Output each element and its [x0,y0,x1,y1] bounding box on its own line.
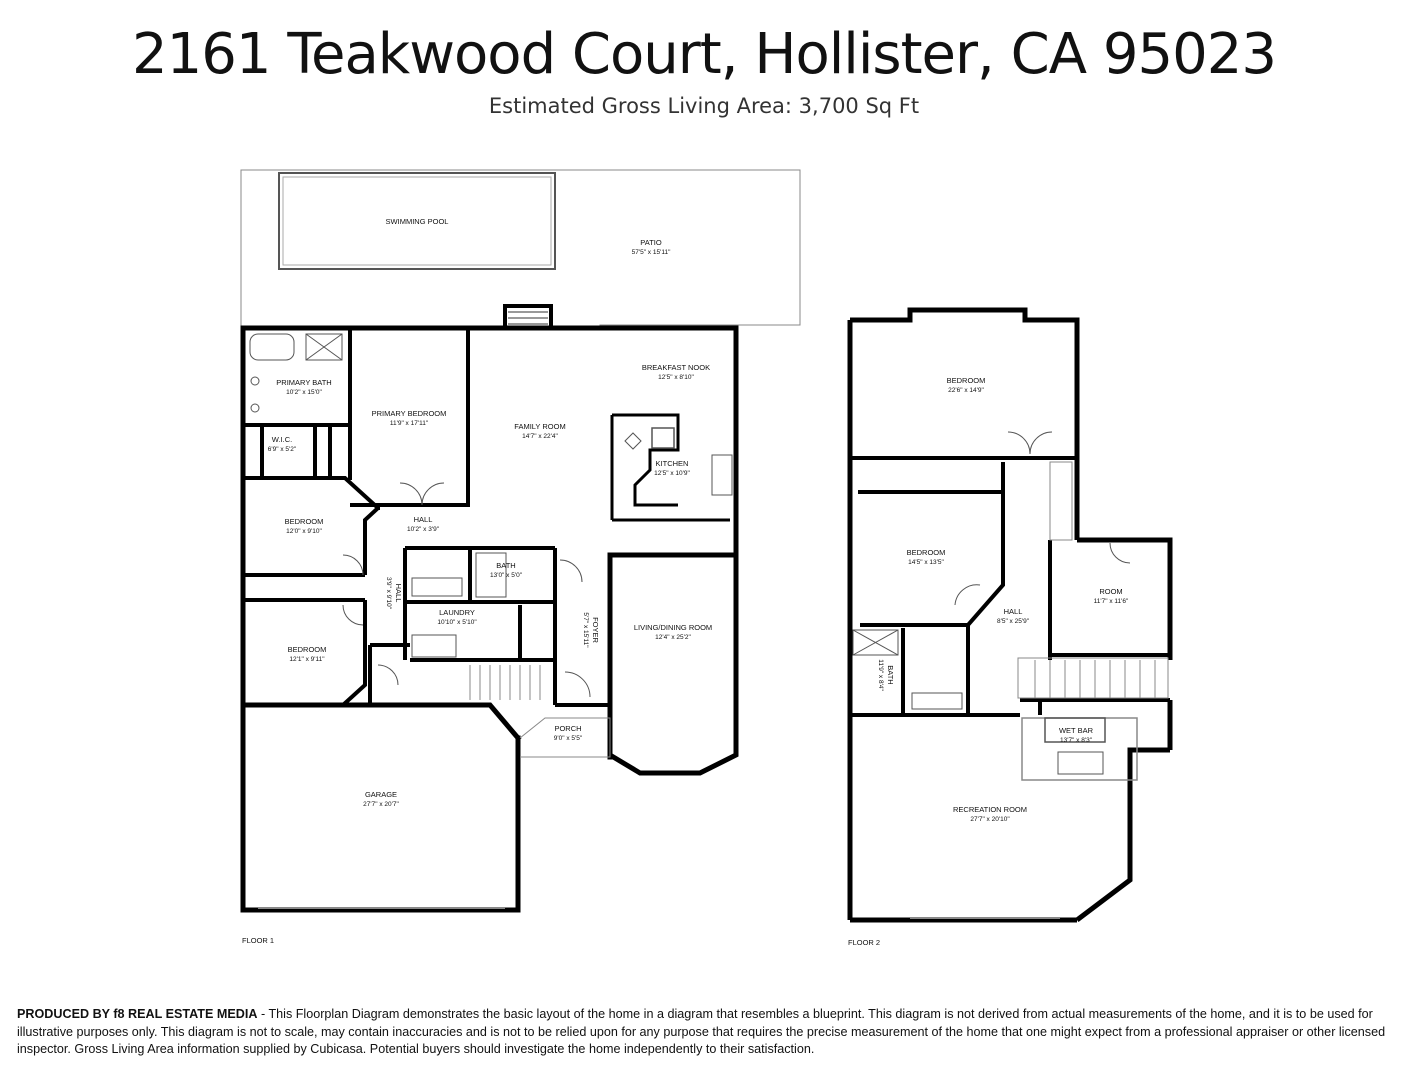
room-name-bedroom-b: BEDROOM [288,645,327,654]
room-dims-patio: 57'5" x 15'11" [632,249,671,256]
room-dims-primary-bedroom: 11'9" x 17'11" [390,420,429,427]
floor-2-label: FLOOR 2 [848,938,880,947]
floor-2-exterior-walls [847,307,1173,923]
floor-1-plan [240,169,801,913]
room-name-bedroom-mid: BEDROOM [907,548,946,557]
room-dims-bedroom-b: 12'1" x 9'11" [289,656,325,663]
room-name-primary-bath: PRIMARY BATH [276,378,331,387]
floorplan-diagram: SWIMMING POOL PATIO 57'5" x 15'11" PRIMA… [240,169,1173,947]
room-dims-living-dining: 12'4" x 25'2" [655,634,691,641]
room-name-living-dining: LIVING/DINING ROOM [634,623,712,632]
room-name-recreation-room: RECREATION ROOM [953,805,1027,814]
room-name-bedroom-a: BEDROOM [285,517,324,526]
room-dims-hall-b: 3'9" x 9'10" [385,577,392,610]
floor-1-labels: SWIMMING POOL PATIO 57'5" x 15'11" PRIMA… [242,217,712,945]
room-name-bath-2: BATH [886,665,895,684]
kitchen-island [610,413,730,522]
room-dims-hall-a: 10'2" x 3'9" [407,526,440,533]
room-dims-garage: 27'7" x 20'7" [363,801,399,808]
room-name-hall-b: HALL [394,584,403,603]
room-name-wic: W.I.C. [272,435,292,444]
room-dims-primary-bath: 10'2" x 15'0" [286,389,322,396]
floor-1-interior-walls [243,330,610,707]
page-title: 2161 Teakwood Court, Hollister, CA 95023 [132,22,1277,87]
room-name-primary-bedroom: PRIMARY BEDROOM [372,409,447,418]
room-dims-bath-2: 11'9" x 8'4" [877,659,884,691]
disclaimer: PRODUCED BY f8 REAL ESTATE MEDIA - This … [17,1006,1392,1059]
producer-credit: PRODUCED BY f8 REAL ESTATE MEDIA [17,1007,258,1021]
room-name-laundry: LAUNDRY [439,608,475,617]
room-name-breakfast-nook: BREAKFAST NOOK [642,363,710,372]
room-dims-foyer: 5'7" x 15'11" [582,612,589,648]
room-dims-bedroom-mid: 14'5" x 13'5" [908,559,944,566]
room-name-kitchen: KITCHEN [656,459,689,468]
room-name-hall-2: HALL [1004,607,1023,616]
room-name-wet-bar: WET BAR [1059,726,1094,735]
floor-2-interior-walls [850,456,1170,717]
room-name-room: ROOM [1099,587,1122,596]
room-dims-family-room: 14'7" x 22'4" [522,433,558,440]
room-dims-bedroom-top: 22'6" x 14'9" [948,387,984,394]
fireplace [503,304,553,330]
room-dims-wet-bar: 13'7" x 8'3" [1060,737,1093,744]
room-dims-laundry: 10'10" x 5'10" [437,619,477,626]
room-dims-porch: 9'0" x 5'5" [554,735,583,742]
floor-2-plan [847,307,1173,923]
room-name-porch: PORCH [554,724,581,733]
room-name-family-room: FAMILY ROOM [514,422,565,431]
room-dims-bath: 13'0" x 5'0" [490,572,523,579]
disclaimer-text: - This Floorplan Diagram demonstrates th… [17,1007,1386,1057]
room-name-patio: PATIO [640,238,662,247]
room-dims-wic: 6'9" x 5'2" [268,446,297,453]
room-name-hall-a: HALL [414,515,433,524]
room-dims-room: 11'7" x 11'6" [1094,598,1129,605]
room-dims-breakfast-nook: 12'5" x 8'10" [658,374,694,381]
gross-living-area: Estimated Gross Living Area: 3,700 Sq Ft [488,94,920,118]
room-dims-bedroom-a: 12'0" x 9'10" [286,528,322,535]
room-name-foyer: FOYER [591,617,600,643]
floor-2-labels: BEDROOM 22'6" x 14'9" BEDROOM 14'5" x 13… [848,376,1129,947]
swimming-pool [278,172,556,270]
room-dims-recreation-room: 27'7" x 20'10" [970,816,1010,823]
room-dims-hall-2: 8'5" x 25'9" [997,618,1030,625]
room-name-bath: BATH [496,561,515,570]
room-name-bedroom-top: BEDROOM [947,376,986,385]
room-name-garage: GARAGE [365,790,397,799]
floor-1-label: FLOOR 1 [242,936,274,945]
room-dims-kitchen: 12'5" x 10'9" [654,470,690,477]
room-name-pool: SWIMMING POOL [386,217,449,226]
